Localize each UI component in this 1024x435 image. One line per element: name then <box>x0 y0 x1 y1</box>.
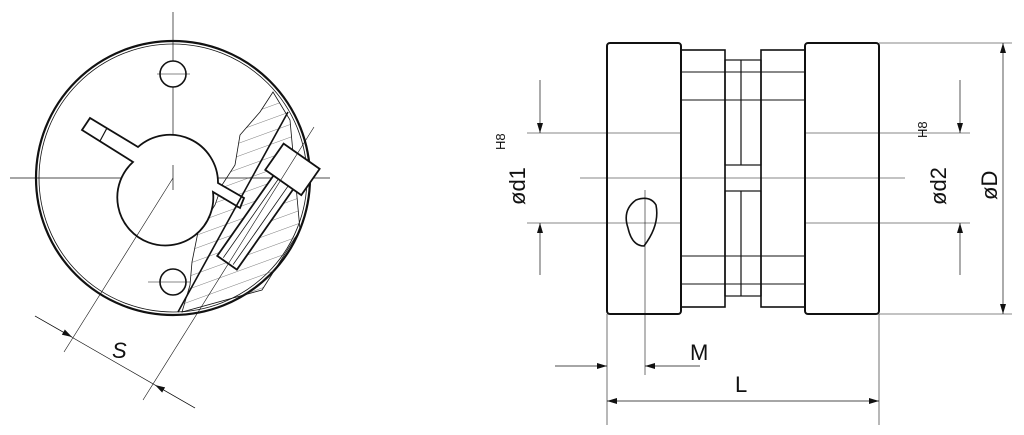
dimension-d1-tolerance: H8 <box>493 133 508 150</box>
center-disc-bottom <box>724 190 762 297</box>
dimension-d2-label: ød2 <box>926 167 951 205</box>
hub-right <box>804 42 880 315</box>
dimension-l-label: L <box>735 372 747 397</box>
dimension-m-label: M <box>690 340 708 365</box>
dimension-d2-tolerance: H8 <box>915 121 930 138</box>
side-view <box>527 42 1012 425</box>
dimension-d1-label: ød1 <box>505 167 530 205</box>
center-disc-top <box>724 59 762 166</box>
screw-access-hole <box>625 197 658 247</box>
disc-left <box>680 49 726 308</box>
dimension-s-label: S <box>112 338 127 363</box>
disc-right <box>760 49 806 308</box>
hub-left <box>606 42 682 315</box>
bore-with-slot <box>80 116 246 247</box>
dimension-D-label: øD <box>977 171 1002 200</box>
clamp-screw <box>215 142 321 271</box>
end-view <box>10 12 330 409</box>
